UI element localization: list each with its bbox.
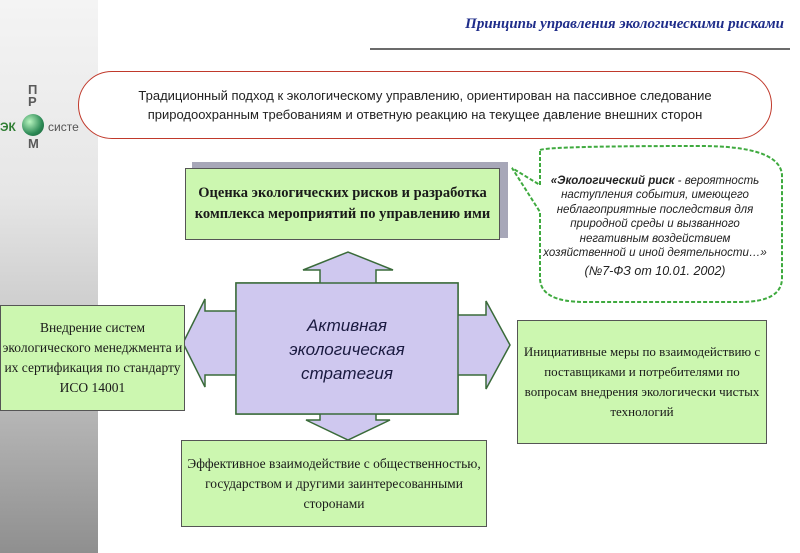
center-line-1: Активная	[307, 316, 387, 335]
callout-term: «Экологический риск	[550, 174, 675, 187]
center-line-3: стратегия	[301, 364, 393, 383]
center-box	[235, 282, 459, 415]
logo-letters-right: систе	[48, 120, 79, 134]
top-box-risk-assessment: Оценка экологических рисков и разработка…	[185, 168, 500, 240]
page-title: Принципы управления экологическими риска…	[465, 16, 784, 32]
logo-letter-bottom: М	[28, 136, 39, 151]
right-box-initiatives: Инициативные меры по взаимодействию с по…	[517, 320, 767, 444]
top-box-text: Оценка экологических рисков и разработка…	[194, 185, 491, 222]
intro-text: Традиционный подход к экологическому упр…	[138, 88, 712, 122]
callout-reference: (№7-ФЗ от 10.01. 2002)	[584, 263, 726, 278]
bottom-box-interaction: Эффективное взаимодействие с общественно…	[181, 440, 487, 527]
callout-bubble	[511, 144, 783, 303]
callout-definition: «Экологический риск - вероятность наступ…	[540, 150, 770, 302]
bottom-box-text: Эффективное взаимодействие с общественно…	[187, 455, 481, 511]
intro-oval: Традиционный подход к экологическому упр…	[78, 71, 772, 139]
callout-body: - вероятность наступления события, имеющ…	[543, 174, 767, 260]
left-box-text: Внедрение систем экологического менеджме…	[2, 320, 183, 395]
center-strategy-label: Активная экологическая стратегия	[236, 285, 458, 415]
left-box-ems: Внедрение систем экологического менеджме…	[0, 305, 185, 411]
center-line-2: экологическая	[289, 340, 405, 359]
right-box-text: Инициативные меры по взаимодействию с по…	[523, 344, 761, 419]
title-underline	[370, 48, 790, 50]
logo-letters-left: ЭК	[0, 120, 16, 134]
globe-icon	[22, 114, 44, 136]
